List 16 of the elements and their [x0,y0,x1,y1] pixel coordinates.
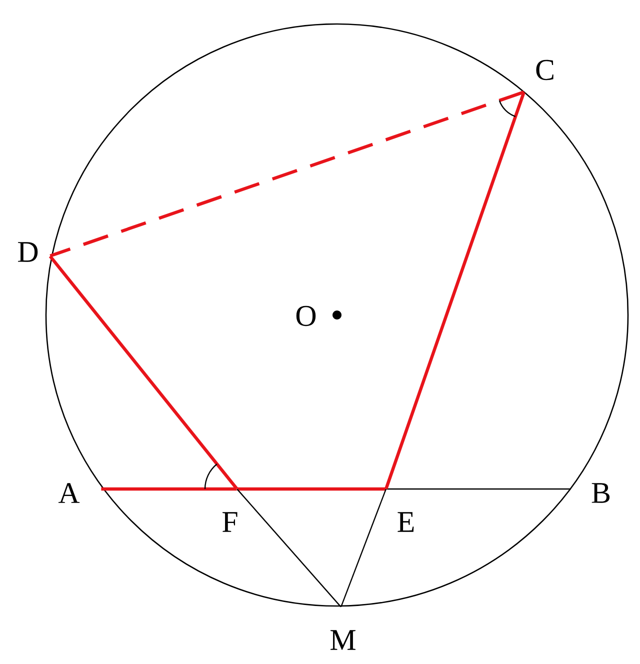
point-label: C [536,60,554,80]
point-label: B [592,483,610,503]
segment [340,488,386,607]
point-label: D [18,242,38,262]
segment [236,488,342,608]
segment [384,92,526,490]
point-label: M [330,630,356,650]
segment [101,487,237,491]
segment [386,488,571,490]
point-label: E [398,512,414,532]
segment [50,90,524,258]
point-label: F [222,512,238,532]
point-label: A [58,483,80,503]
segment [237,487,386,491]
point-label: O [296,306,316,326]
segment [48,255,238,490]
